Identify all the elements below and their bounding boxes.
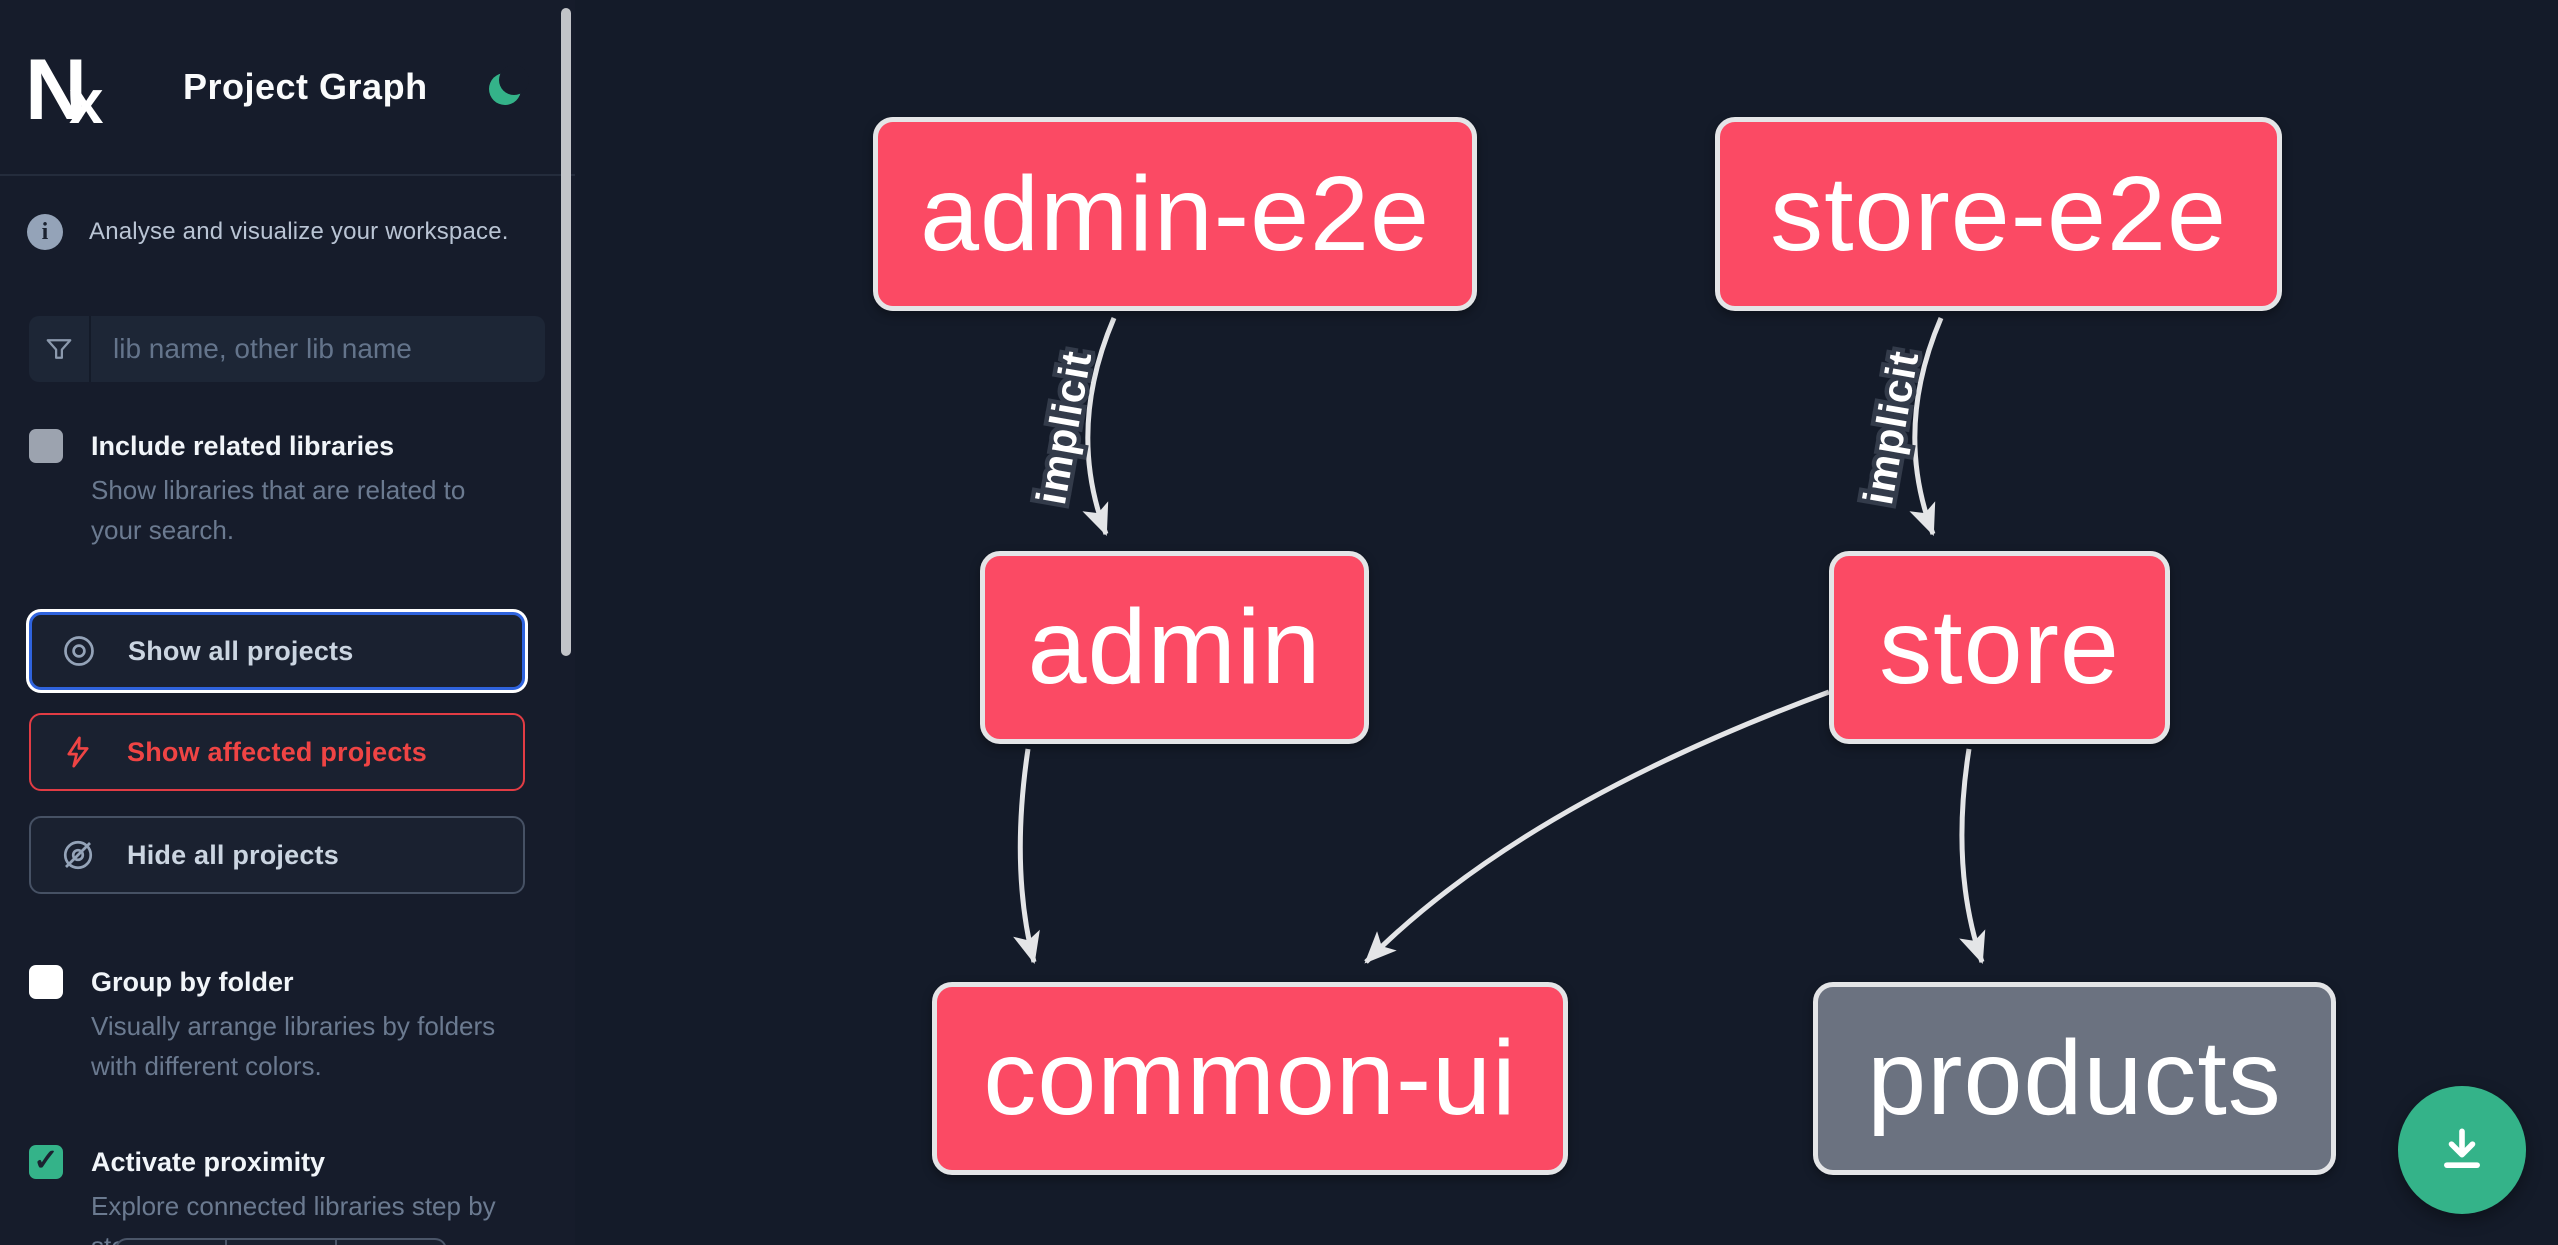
graph-node-admin-e2e[interactable]: admin-e2e: [873, 117, 1477, 311]
hide-all-projects-button[interactable]: Hide all projects: [29, 816, 525, 894]
option-description: Show libraries that are related to your …: [91, 475, 466, 545]
sidebar-scrollbar-thumb[interactable]: [561, 8, 571, 656]
option-label: Group by folder: [91, 967, 294, 997]
node-label: store: [1879, 588, 2120, 706]
node-label: admin-e2e: [920, 154, 1430, 273]
option-description: Visually arrange libraries by folders wi…: [91, 1011, 496, 1081]
button-label: Hide all projects: [127, 839, 339, 870]
info-text: Analyse and visualize your workspace.: [89, 218, 509, 245]
button-label: Show all projects: [128, 635, 354, 666]
show-all-projects-button[interactable]: Show all projects: [29, 612, 525, 690]
svg-text:x: x: [69, 68, 104, 127]
option-label: Activate proximity: [91, 1147, 326, 1177]
page-title: Project Graph: [183, 66, 428, 107]
show-affected-projects-button[interactable]: Show affected projects: [29, 713, 525, 791]
stepper-value: [227, 1240, 337, 1245]
node-label: store-e2e: [1770, 154, 2227, 273]
nx-logo-icon: N x: [29, 47, 104, 127]
option-activate-proximity: Activate proximity Explore connected lib…: [0, 1140, 575, 1245]
include-related-checkbox[interactable]: [29, 429, 63, 463]
node-label: common-ui: [983, 1019, 1517, 1137]
stepper-decrement[interactable]: [117, 1240, 227, 1245]
activate-proximity-checkbox[interactable]: [29, 1145, 63, 1179]
graph-node-store-e2e[interactable]: store-e2e: [1715, 117, 2282, 311]
info-icon: i: [27, 214, 63, 250]
graph-node-common-ui[interactable]: common-ui: [932, 982, 1568, 1175]
download-icon: [2444, 1128, 2480, 1168]
funnel-icon: [29, 316, 91, 382]
node-label: admin: [1027, 588, 1322, 706]
lightning-bolt-icon: [59, 733, 97, 771]
option-description: Explore connected libraries step by step…: [91, 1191, 496, 1245]
dark-mode-moon-icon[interactable]: [485, 65, 529, 109]
node-label: products: [1867, 1019, 2282, 1137]
filter-bar: [29, 316, 545, 382]
button-label: Show affected projects: [127, 736, 427, 767]
sidebar: N x Project Graph i Analyse and visualiz…: [0, 0, 575, 1245]
option-include-related: Include related libraries Show libraries…: [0, 424, 575, 550]
eye-icon: [60, 632, 98, 670]
sidebar-header: N x Project Graph: [0, 0, 575, 176]
proximity-depth-stepper[interactable]: [115, 1238, 447, 1245]
svg-text:N: N: [29, 47, 87, 127]
group-by-folder-checkbox[interactable]: [29, 965, 63, 999]
graph-node-store[interactable]: store: [1829, 551, 2170, 744]
graph-node-products[interactable]: products: [1813, 982, 2336, 1175]
download-image-button[interactable]: [2398, 1086, 2526, 1214]
eye-off-icon: [59, 836, 97, 874]
search-input[interactable]: [91, 316, 545, 382]
option-label: Include related libraries: [91, 431, 395, 461]
workspace-info: i Analyse and visualize your workspace.: [0, 176, 575, 250]
option-group-by-folder: Group by folder Visually arrange librari…: [0, 960, 575, 1086]
stepper-increment[interactable]: [337, 1240, 445, 1245]
graph-node-admin[interactable]: admin: [980, 551, 1369, 744]
